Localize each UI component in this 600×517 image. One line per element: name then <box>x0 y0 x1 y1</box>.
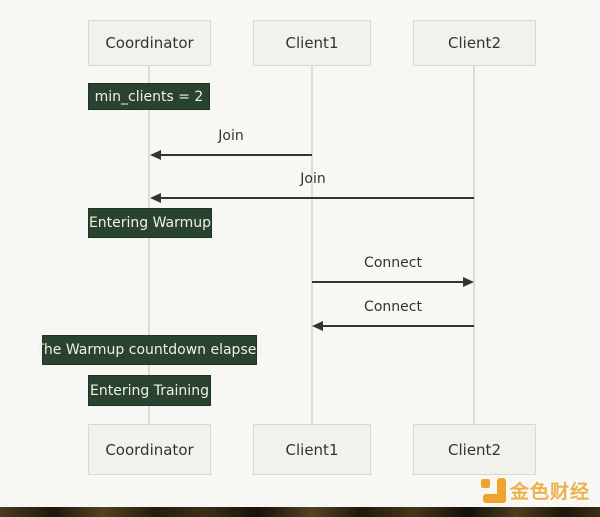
note-label: min_clients = 2 <box>94 88 204 105</box>
watermark-text: 金色财经 <box>509 481 590 503</box>
note-label: Entering Warmup <box>88 215 212 231</box>
actor-client2-top: Client2 <box>413 20 536 66</box>
lifeline-client2 <box>473 66 475 424</box>
actor-label: Client2 <box>448 34 501 52</box>
message-label-connect-1: Connect <box>364 255 422 271</box>
watermark: 金色财经 <box>480 477 590 504</box>
note-warmup-countdown-elapses: The Warmup countdown elapses <box>35 335 264 365</box>
lifeline-client1 <box>311 66 313 424</box>
arrowhead-left-icon <box>150 193 161 203</box>
actor-client1-bottom: Client1 <box>253 424 371 475</box>
note-min-clients: min_clients = 2 <box>88 83 210 110</box>
actor-client1-top: Client1 <box>253 20 371 66</box>
bottom-photo-strip <box>0 507 600 517</box>
message-label-join-2: Join <box>300 171 326 187</box>
lifeline-coordinator <box>148 66 150 424</box>
message-line-connect-1 <box>312 281 464 283</box>
actor-label: Client2 <box>448 440 501 459</box>
message-label-join-1: Join <box>218 128 244 144</box>
message-line-connect-2 <box>321 325 474 327</box>
actor-label: Coordinator <box>105 440 194 459</box>
actor-label: Client1 <box>285 34 339 52</box>
jinse-logo-icon <box>480 478 506 503</box>
note-label: The Warmup countdown elapses <box>35 342 264 358</box>
arrowhead-right-icon <box>463 277 474 287</box>
actor-coordinator-bottom: Coordinator <box>88 424 211 475</box>
note-label: Entering Training <box>90 382 209 399</box>
note-entering-training: Entering Training <box>88 375 211 406</box>
actor-label: Coordinator <box>105 34 194 52</box>
actor-client2-bottom: Client2 <box>413 424 536 475</box>
arrowhead-left-icon <box>150 150 161 160</box>
arrowhead-left-icon <box>312 321 323 331</box>
message-label-connect-2: Connect <box>364 299 422 315</box>
actor-coordinator-top: Coordinator <box>88 20 211 66</box>
actor-label: Client1 <box>285 440 339 459</box>
note-entering-warmup: Entering Warmup <box>88 208 212 238</box>
message-line-join-1 <box>159 154 312 156</box>
message-line-join-2 <box>159 197 474 199</box>
